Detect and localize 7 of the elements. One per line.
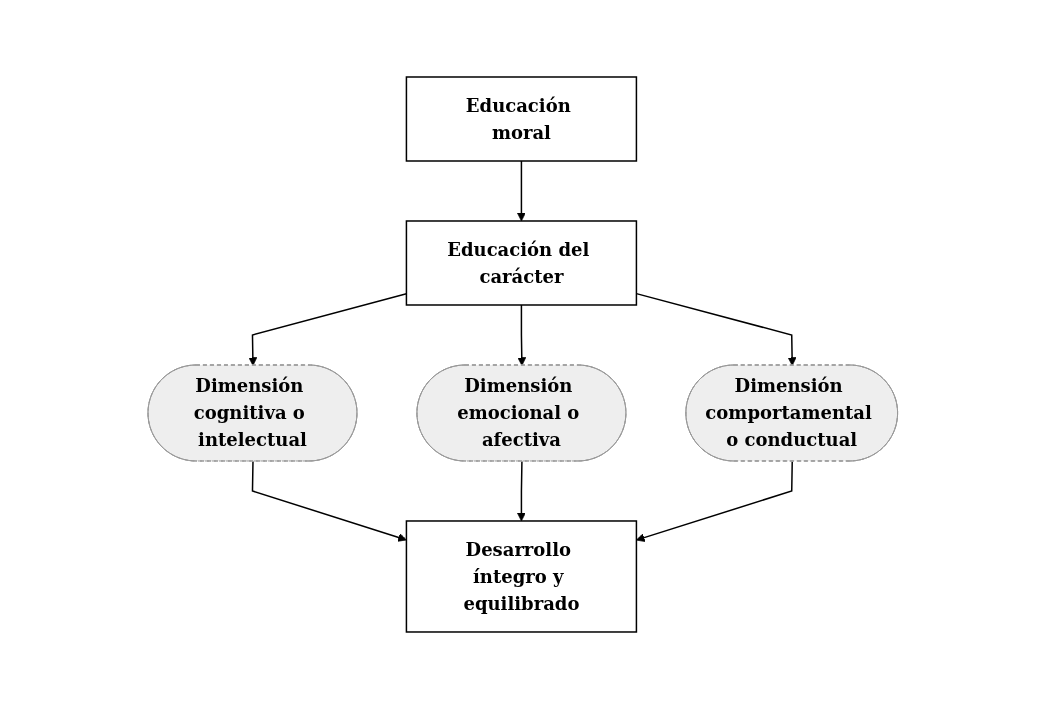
node-box: Desarrollo íntegro y equilibrado [405, 520, 638, 633]
arrow [517, 160, 526, 222]
node-box: Educación moral [405, 76, 638, 162]
node-box: Educación del carácter [405, 220, 638, 306]
arrow [517, 460, 526, 522]
arrow [636, 460, 794, 542]
arrow [517, 304, 527, 366]
